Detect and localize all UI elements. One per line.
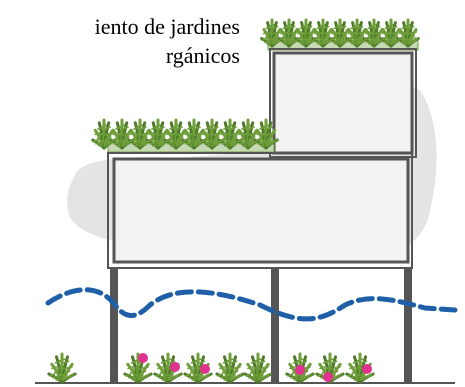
column-right (404, 268, 412, 383)
diagram-caption: iento de jardines rgánicos (0, 12, 240, 70)
column-middle (271, 268, 279, 383)
flower-dot-icon (200, 364, 210, 374)
flower-dot-icon (138, 353, 148, 363)
fern-icon (199, 118, 225, 150)
upper-roof-garden (260, 18, 420, 51)
fern-icon (123, 352, 153, 384)
fern-icon (215, 352, 245, 384)
fern-icon (243, 352, 273, 384)
caption-line-1: iento de jardines (94, 14, 240, 39)
fern-icon (91, 118, 117, 150)
fern-icon (285, 352, 315, 384)
fern-icon (145, 118, 171, 150)
fern-icon (127, 118, 153, 150)
caption-line-2: rgánicos (165, 43, 240, 68)
column-left (110, 268, 118, 383)
upper-box (272, 51, 414, 155)
fern-icon (163, 118, 189, 150)
flower-dot-icon (323, 372, 333, 382)
lower-roof-garden (91, 118, 279, 153)
flowers (138, 353, 372, 382)
flower-dot-icon (170, 362, 180, 372)
fern-icon (396, 18, 420, 48)
fern-icon (253, 118, 279, 150)
fern-icon (47, 352, 77, 384)
water-line (45, 287, 458, 322)
upper-box-outline (269, 48, 417, 158)
lower-box (112, 157, 410, 264)
lower-box-outline (107, 152, 413, 269)
fern-icon (294, 18, 318, 48)
fern-icon (217, 118, 243, 150)
ground-plants (47, 352, 375, 384)
fern-icon (235, 118, 261, 150)
fern-icon (362, 18, 386, 48)
flower-dot-icon (362, 364, 372, 374)
flower-dot-icon (295, 365, 305, 375)
fern-icon (379, 18, 403, 48)
